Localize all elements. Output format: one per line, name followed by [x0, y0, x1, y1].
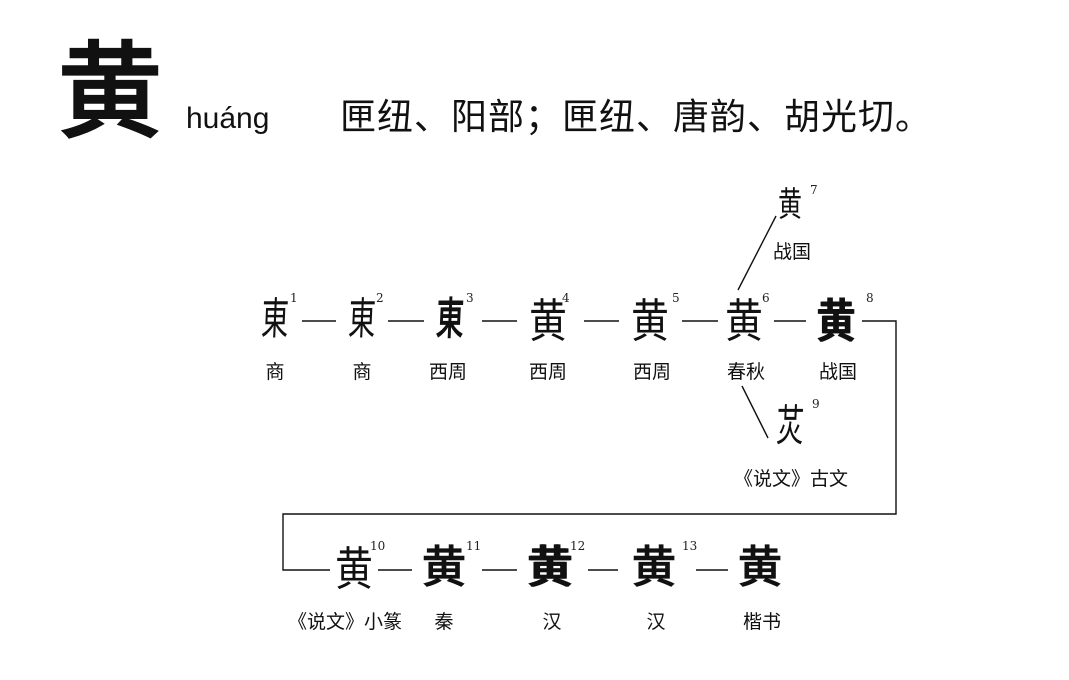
- label-8: 战国: [818, 361, 857, 383]
- glyph-14: 黄: [738, 542, 782, 593]
- glyph-1: 東: [260, 294, 290, 345]
- number-8: 8: [866, 291, 874, 305]
- number-9: 9: [812, 397, 820, 411]
- label-7: 战国: [772, 241, 811, 263]
- glyph-13: 黄: [632, 542, 676, 593]
- label-3: 西周: [428, 361, 467, 383]
- pinyin: huáng: [186, 102, 270, 135]
- connector-6-7: [737, 215, 777, 291]
- connector-8-10: [282, 320, 897, 571]
- glyph-5: 黄: [631, 294, 669, 348]
- label-4: 西周: [528, 361, 567, 383]
- number-6: 6: [762, 291, 770, 305]
- glyph-12: 黄: [528, 542, 572, 593]
- head-character: 黄: [58, 30, 163, 153]
- label-5: 西周: [632, 361, 671, 383]
- label-11: 秦: [434, 611, 454, 633]
- glyph-8: 黄: [817, 294, 855, 348]
- number-4: 4: [562, 291, 570, 305]
- number-2: 2: [376, 291, 384, 305]
- glyph-7: 黄: [778, 185, 802, 225]
- label-2: 商: [352, 361, 372, 383]
- number-1: 1: [290, 291, 298, 305]
- glyph-4: 黄: [529, 294, 567, 348]
- label-10: 《说文》小篆: [287, 611, 402, 633]
- number-5: 5: [672, 291, 680, 305]
- label-14: 楷书: [742, 611, 781, 633]
- label-6: 春秋: [726, 361, 765, 383]
- glyph-9: 炗: [775, 401, 805, 452]
- number-7: 7: [810, 183, 818, 197]
- glyph-11: 黄: [422, 542, 466, 593]
- connector-6-9: [741, 385, 769, 439]
- label-13: 汉: [646, 611, 666, 633]
- number-12: 12: [570, 539, 586, 553]
- number-10: 10: [370, 539, 386, 553]
- glyph-6: 黄: [725, 294, 763, 348]
- glyph-3: 東: [435, 294, 465, 345]
- label-9: 《说文》古文: [733, 468, 848, 490]
- number-13: 13: [682, 539, 698, 553]
- label-1: 商: [265, 361, 285, 383]
- phonology-line: 匣纽、阳部；匣纽、唐韵、胡光切。: [340, 97, 933, 138]
- glyph-10: 黄: [335, 542, 373, 596]
- label-12: 汉: [542, 611, 562, 633]
- number-3: 3: [466, 291, 474, 305]
- number-11: 11: [466, 539, 482, 553]
